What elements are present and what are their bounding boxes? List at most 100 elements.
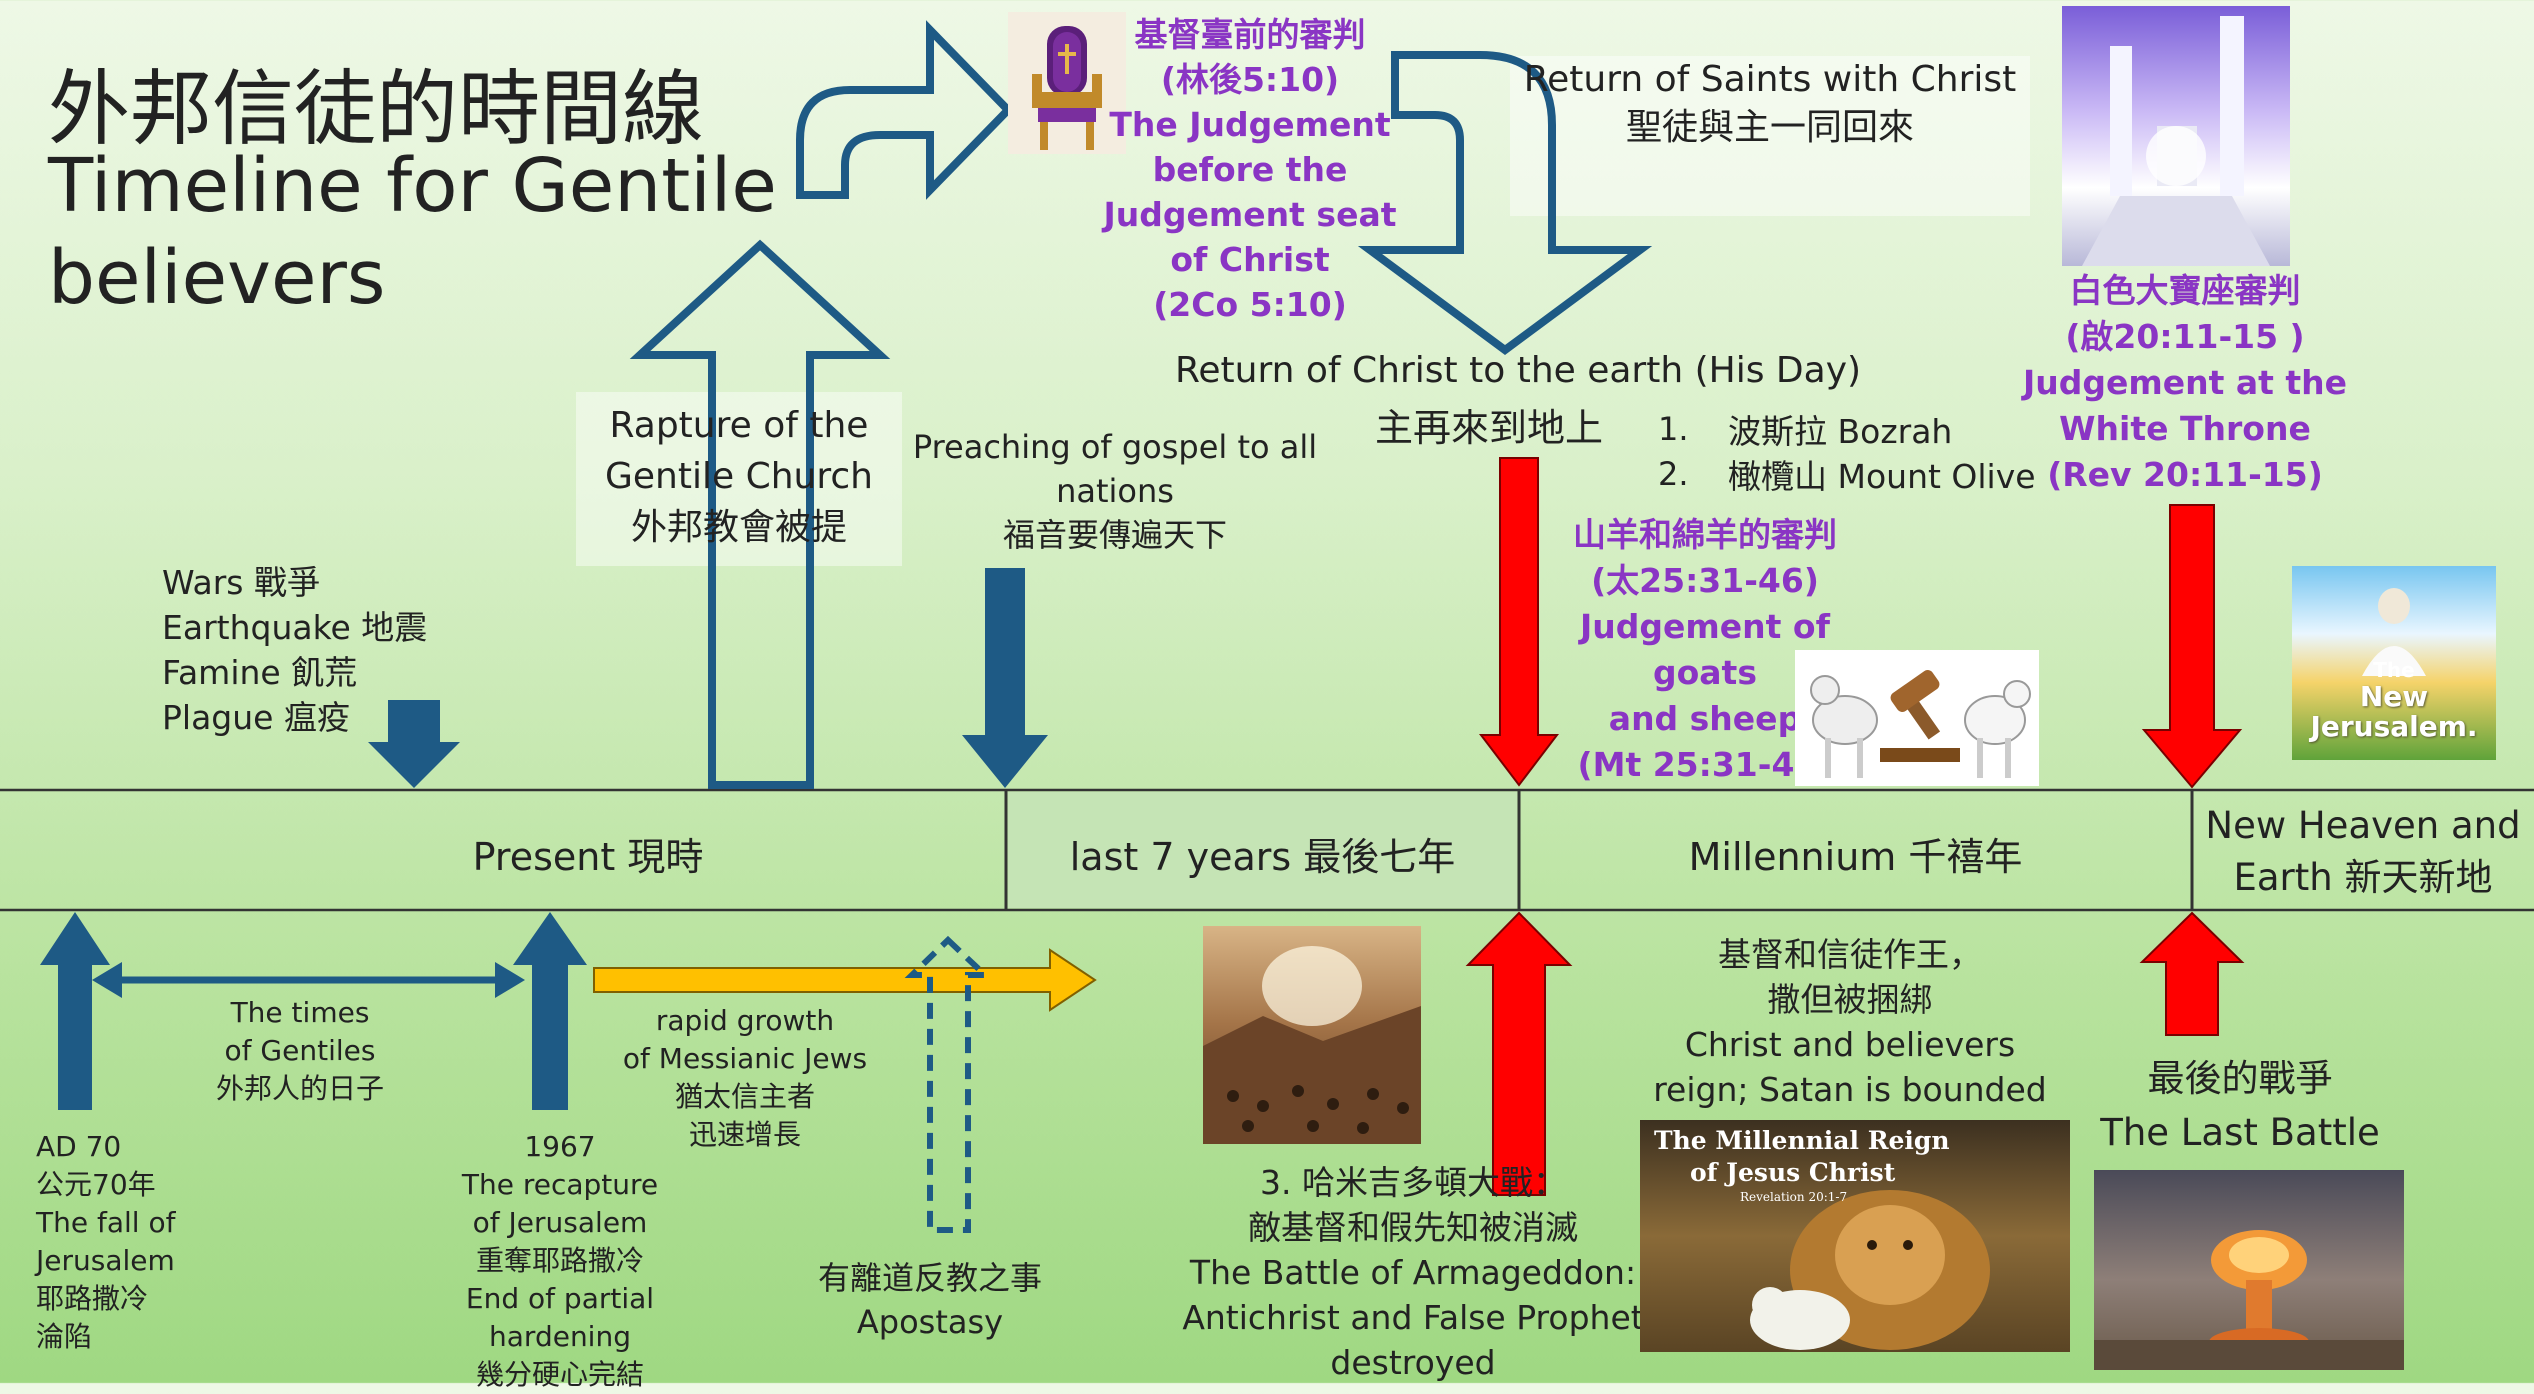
armageddon-line4: Antichrist and False Prophet [1182,1298,1644,1337]
reign-line2: 撒但被捆綁 [1767,980,1933,1019]
christ-return-item2-num: 2. [1658,455,1689,493]
apostasy-dashed-arrow [904,935,993,1233]
ad70-up-arrow [40,912,110,1110]
timeline-new-heaven: New Heaven and Earth 新天新地 [2192,800,2534,904]
rapture-line2: Gentile Church [605,456,873,497]
y1967-line6: 幾分硬心完結 [475,1358,644,1391]
christ-return-en: Return of Christ to the earth (His Day) [1175,350,1862,391]
goats-sheep-zh: 山羊和綿羊的審判 [1573,515,1837,554]
rapture-box [576,392,902,566]
reign-img-line1: The Millennial Reign [1654,1126,1950,1155]
title-en-line2: believers [48,235,386,321]
rapture-line1: Rapture of the [609,405,869,446]
rapture-up-arrow [629,239,891,789]
saints-return-box [1510,56,2030,216]
reign-line1: 基督和信徒作王， [1718,935,1982,974]
ad70-line6: 淪陷 [36,1320,93,1353]
goats-sheep-ref-en: (Mt 25:31-46) [1577,745,1833,784]
reign-line3: Christ and believers [1684,1025,2016,1064]
gentile-times-label: The times of Gentiles 外邦人的日子 [160,994,440,1108]
signs-item: Famine 飢荒 [162,653,358,692]
ad70-line4: Jerusalem [36,1244,175,1277]
signs-down-arrow [368,700,460,788]
last-battle-red-up-arrow [2139,911,2245,1036]
title-en-line1: Timeline for Gentile [48,143,777,229]
messianic-yellow-arrow [593,948,1097,1012]
y1967-line3: of Jerusalem [472,1206,648,1239]
new-jerusalem-line3: Jerusalem. [2310,710,2478,743]
apostasy-zh: 有離道反教之事 [817,1259,1042,1297]
reign-img-line3: Revelation 20:1-7 [1740,1190,1848,1204]
armageddon-line2: 敵基督和假先知被消滅 [1248,1208,1578,1247]
preaching-label: Preaching of gospel to all nations 福音要傳遍… [905,425,1325,557]
christ-return-item2: 橄欖山 Mount Olive [1728,457,2036,496]
ad70-line3: The fall of [36,1206,176,1239]
white-throne-red-down-arrow [2141,504,2243,789]
white-throne-image [2062,6,2290,266]
gentile-times-line3: 外邦人的日子 [215,1072,384,1105]
new-jerusalem-line1: The [2373,658,2415,682]
y1967-label: 1967 The recapture of Jerusalem 重奪耶路撒冷 E… [395,1128,725,1394]
y1967-up-arrow [513,912,587,1110]
lion-lamb-icon [1750,1190,1990,1350]
goat-gavel-sheep-image [1795,650,2039,786]
timeline-last7: last 7 years 最後七年 [1069,835,1456,879]
gentile-times-line2: of Gentiles [224,1034,376,1067]
armageddon-line1: 3. 哈米吉多頓大戰： [1260,1163,1566,1202]
last-battle-en: The Last Battle [2100,1111,2380,1154]
throne-pillars-icon [2082,16,2270,266]
bema-line4: of Christ [1170,240,1330,279]
bema-ref-zh: (林後5:10) [1160,60,1340,99]
apostasy-label: 有離道反教之事 Apostasy [790,1256,1070,1344]
saints-return-label: Return of Saints with Christ 聖徒與主一同回來 [1510,56,2030,152]
mushroom-cloud-icon [2094,1230,2404,1370]
ad70-label: AD 70 公元70年 The fall of Jerusalem 耶路撒冷 淪… [36,1128,175,1356]
return-curved-arrow [1357,51,1653,355]
signs-list: Wars 戰爭 Earthquake 地震 Famine 飢荒 Plague 瘟… [162,560,427,740]
christ-return-item1-num: 1. [1658,410,1689,448]
gentile-times-left-head [92,962,122,998]
reign-line4: reign; Satan is bounded [1653,1070,2047,1109]
signs-item: Earthquake 地震 [162,608,428,647]
armageddon-image [1203,926,1421,1144]
ad70-line2: 公元70年 [36,1168,156,1201]
messianic-line3: 猶太信主者 [674,1080,815,1113]
white-throne-line1: Judgement at the [2022,363,2348,402]
apostasy-en: Apostasy [856,1303,1004,1341]
goats-sheep-line1: Judgement of goats [1580,607,1830,692]
signs-item: Plague 瘟疫 [162,698,350,737]
last7-segment [1008,792,1517,908]
new-heaven-line1: New Heaven and [2205,804,2521,847]
timeline-present: Present 現時 [472,835,704,879]
white-throne-zh: 白色大寶座審判 [2069,271,2301,310]
preaching-line2: nations [1056,472,1174,510]
bema-line1: The Judgement [1109,105,1391,144]
armageddon-line3: The Battle of Armageddon: [1189,1253,1637,1292]
goats-sheep-label: 山羊和綿羊的審判 (太25:31-46) Judgement of goats … [1540,512,1870,788]
title-zh: 外邦信徒的時間線 [48,62,705,157]
rapture-label: Rapture of the Gentile Church 外邦教會被提 [576,400,902,553]
y1967-line4: 重奪耶路撒冷 [475,1244,644,1277]
bema-line3: Judgement seat [1103,195,1397,234]
preaching-line3: 福音要傳遍天下 [1002,516,1227,554]
bema-curved-arrow [796,20,1014,200]
preaching-line1: Preaching of gospel to all [912,428,1318,466]
preaching-down-arrow [962,568,1048,788]
y1967-line5: End of partial hardening [465,1282,655,1353]
millennial-reign-image: The Millennial Reign of Jesus Christ Rev… [1640,1120,2070,1352]
armageddon-label: 3. 哈米吉多頓大戰： 敵基督和假先知被消滅 The Battle of Arm… [1180,1160,1646,1385]
bema-zh: 基督臺前的審判 [1134,15,1366,54]
army-battle-icon [1203,946,1421,1144]
messianic-line1: rapid growth [655,1004,835,1037]
reign-img-line2: of Jesus Christ [1690,1158,1896,1187]
white-throne-label: 白色大寶座審判 (啟20:11-15 ) Judgement at the Wh… [2020,268,2350,498]
bema-ref-en: (2Co 5:10) [1153,285,1347,324]
ad70-line5: 耶路撒冷 [36,1282,149,1315]
bema-label: 基督臺前的審判 (林後5:10) The Judgement before th… [1100,12,1400,327]
white-throne-line2: White Throne [2059,409,2311,448]
white-throne-ref-en: (Rev 20:11-15) [2047,455,2323,494]
goats-sheep-ref-zh: (太25:31-46) [1591,561,1819,600]
saints-return-zh: 聖徒與主一同回來 [1625,107,1914,148]
y1967-line2: The recapture [461,1168,659,1201]
